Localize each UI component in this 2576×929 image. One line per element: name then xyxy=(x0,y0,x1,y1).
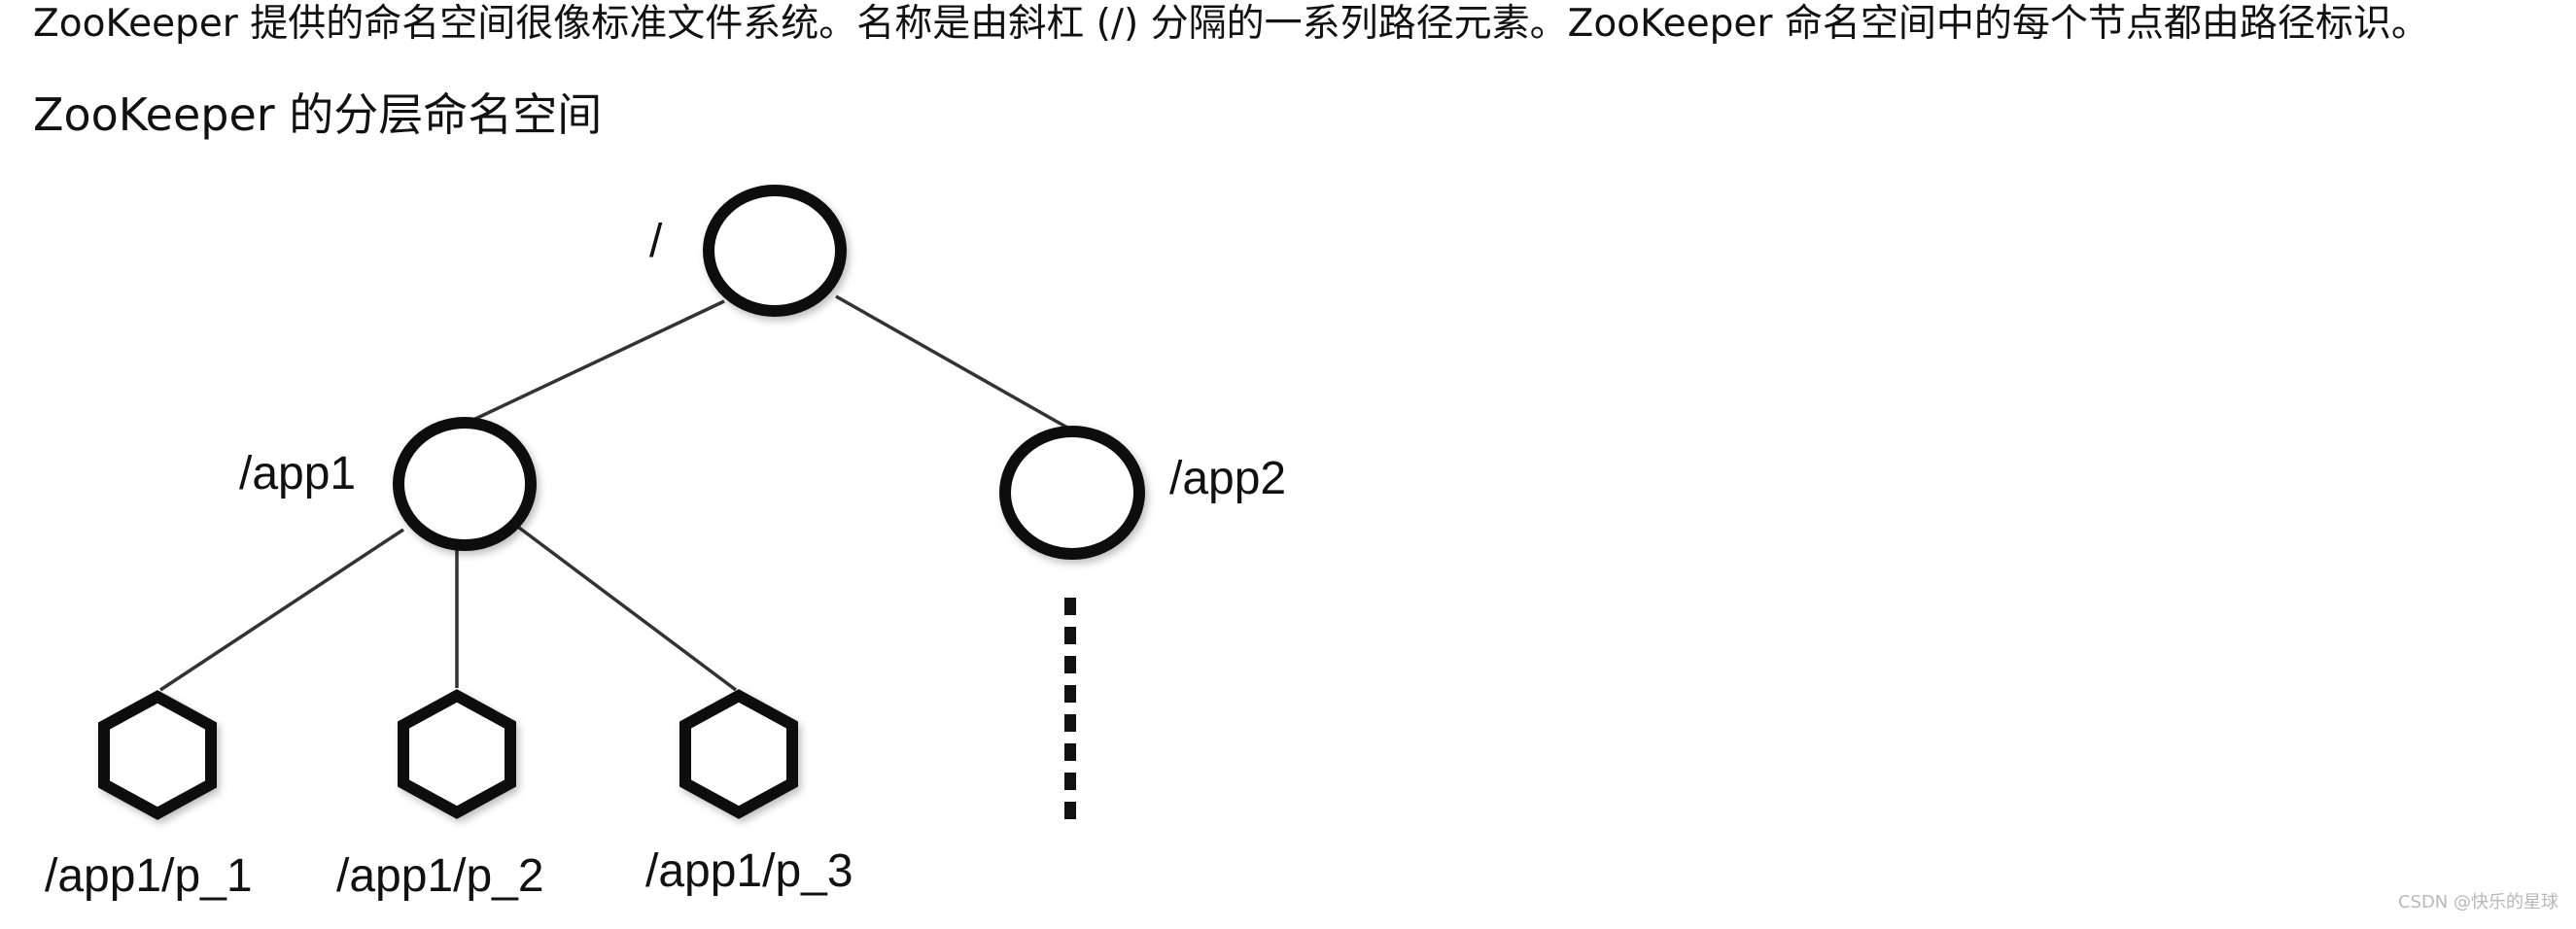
znode-p1 xyxy=(98,690,217,820)
label-p1: /app1/p_1 xyxy=(45,850,253,902)
label-p3: /app1/p_3 xyxy=(645,845,853,897)
label-p2: /app1/p_2 xyxy=(336,850,544,902)
csdn-watermark: CSDN @快乐的星球 xyxy=(2397,892,2559,912)
edge-root-app2 xyxy=(835,294,1068,430)
znode-app2 xyxy=(999,426,1145,560)
more-children-ellipsis xyxy=(1064,598,1076,819)
edge-app1-p3 xyxy=(513,523,738,692)
edge-app1-p1 xyxy=(159,528,404,692)
label-app1: /app1 xyxy=(239,448,356,499)
label-root: / xyxy=(649,216,663,267)
znode-p3 xyxy=(679,689,798,819)
label-app2: /app2 xyxy=(1169,453,1286,504)
znode-root xyxy=(703,185,847,317)
edge-root-app1 xyxy=(472,299,725,422)
znode-p2 xyxy=(398,689,516,819)
znode-app1 xyxy=(393,417,537,551)
section-heading: ZooKeeper 的分层命名空间 xyxy=(33,88,603,141)
intro-paragraph: ZooKeeper 提供的命名空间很像标准文件系统。名称是由斜杠 (/) 分隔的… xyxy=(33,2,2429,46)
